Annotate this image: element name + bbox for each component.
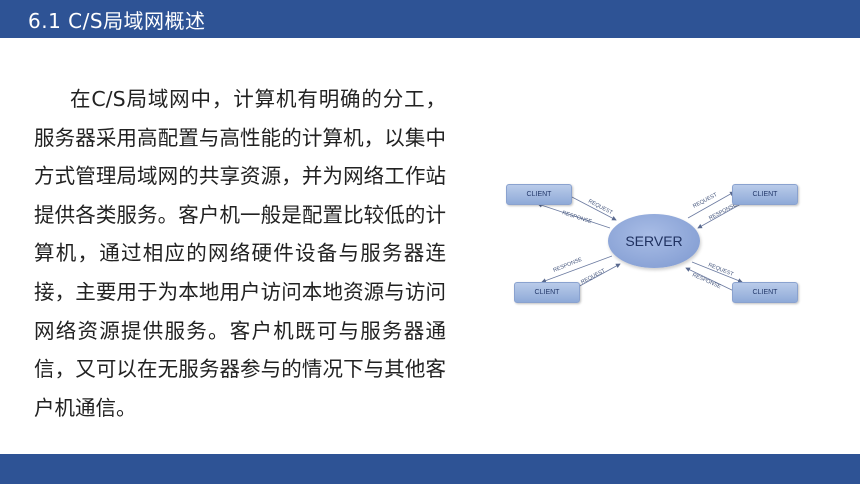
request-arrow-tl [569,195,617,221]
request-arrow-bl [575,263,621,289]
response-label-br: RESPONSE [691,272,722,290]
client-box-top-right: CLIENT [732,184,798,205]
arrow-layer: REQUEST RESPONSE REQUEST RESPONSE RESPON… [537,191,749,293]
server-node: SERVER [608,214,700,268]
client-box-bottom-right: CLIENT [732,282,798,303]
slide-title: 6.1 C/S局域网概述 [28,8,206,33]
client-server-diagram: REQUEST RESPONSE REQUEST RESPONSE RESPON… [498,170,808,310]
client-box-bottom-left: CLIENT [514,282,580,303]
response-arrow-br [685,267,737,293]
request-arrow-tr [687,191,735,219]
request-arrow-br [691,261,743,283]
response-arrow-bl [541,255,613,283]
body-paragraph: 在C/S局域网中，计算机有明确的分工，服务器采用高配置与高性能的计算机，以集中方… [34,87,446,420]
response-label-bl: RESPONSE [553,257,584,274]
client-box-top-left: CLIENT [506,184,572,205]
response-arrow-tl [537,202,611,229]
footer-bar [0,454,860,484]
title-bar: 6.1 C/S局域网概述 [0,0,860,38]
request-label-tl: REQUEST [587,198,614,216]
response-label-tl: RESPONSE [561,210,592,225]
request-label-bl: REQUEST [580,268,607,286]
request-label-tr: REQUEST [692,192,719,210]
